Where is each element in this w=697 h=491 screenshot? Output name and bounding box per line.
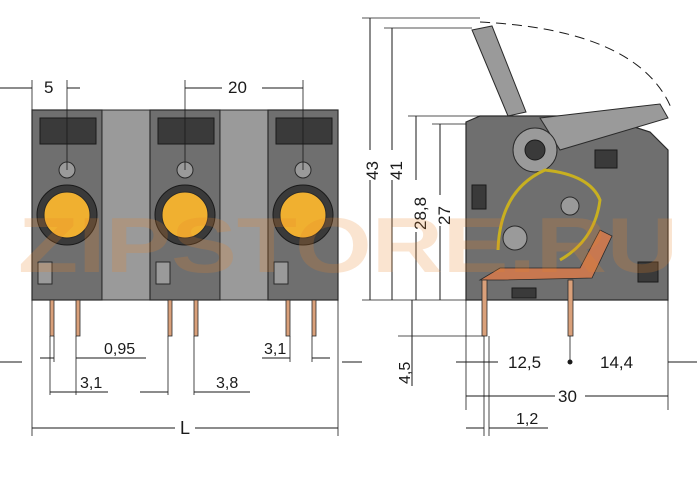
dim-length-L: L	[180, 418, 190, 438]
side-dimensions: 43 41 28,8 27 4,5 12,5 14,4	[362, 17, 697, 436]
pin-2b	[193, 299, 199, 337]
front-view	[31, 109, 339, 337]
side-pin-2	[567, 279, 574, 337]
pole-1-latch	[37, 261, 53, 285]
watermark-text: ZIPSTORE.RU	[18, 201, 678, 289]
pole-2-button	[161, 191, 209, 239]
dim-pin-3-1-left: 3,1	[80, 375, 102, 392]
lever-open-position	[471, 25, 527, 117]
pole-3-lever-slot	[275, 117, 333, 145]
pivot-hole	[524, 139, 546, 161]
busbar	[478, 229, 613, 281]
pin-1b	[75, 299, 81, 337]
dim-height-43: 43	[363, 161, 382, 180]
dim-depth-14-4: 14,4	[600, 353, 633, 372]
dim-pin-3-8: 3,8	[216, 375, 238, 392]
clamp-spring	[496, 168, 602, 262]
pole-1-lever-slot	[39, 117, 97, 145]
dim-height-27: 27	[435, 206, 454, 225]
pole-3-latch	[273, 261, 289, 285]
dim-pin-0-95: 0,95	[104, 341, 135, 358]
dim-height-41: 41	[387, 161, 406, 180]
side-window-3	[637, 261, 659, 283]
side-view	[465, 21, 673, 337]
dim-pin-3-1-right: 3,1	[264, 341, 286, 358]
pole-2-latch	[155, 261, 171, 285]
side-window-2	[594, 149, 618, 169]
pin-3a	[285, 299, 291, 337]
pole-1-button	[43, 191, 91, 239]
pole-2-lever-slot	[157, 117, 215, 145]
dim-pitch-5: 5	[44, 78, 53, 97]
separator-1	[101, 109, 151, 301]
pin-3b	[311, 299, 317, 337]
side-window-1	[471, 184, 487, 210]
bottom-latch	[511, 287, 537, 299]
dim-height-28-8: 28,8	[411, 197, 430, 230]
lever-swing-arc	[479, 21, 673, 111]
pin-2a	[167, 299, 173, 337]
side-pin-1	[481, 279, 488, 337]
clamp-screw	[502, 225, 528, 251]
dim-pitch-20: 20	[228, 78, 247, 97]
pole-3-button	[279, 191, 327, 239]
separator-2	[219, 109, 269, 301]
front-dimensions: 5 20 0,95 3,1 3,8 3,1 L	[0, 78, 362, 438]
dim-depth-30: 30	[558, 387, 577, 406]
pin-1a	[49, 299, 55, 337]
spring-holder	[560, 196, 580, 216]
dim-pin-4-5: 4,5	[397, 362, 414, 384]
dim-pin-1-2: 1,2	[516, 411, 538, 428]
dim-depth-12-5: 12,5	[508, 353, 541, 372]
